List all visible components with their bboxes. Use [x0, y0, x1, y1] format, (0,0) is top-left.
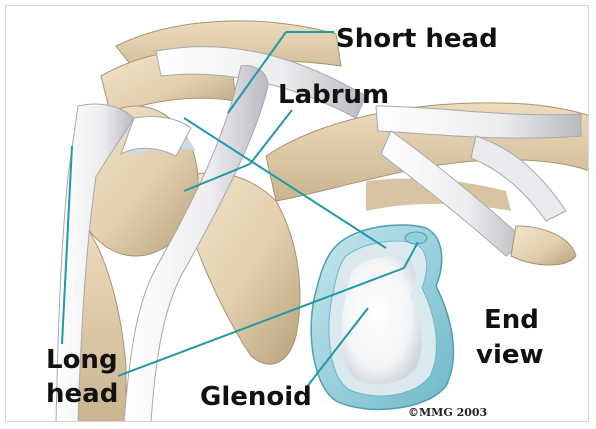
glenoid-end-view: [311, 225, 453, 409]
diagram-frame: Short head Labrum Long head Glenoid End …: [5, 5, 589, 422]
label-labrum: Labrum: [278, 82, 389, 108]
label-long-head-line2: head: [46, 381, 118, 407]
label-short-head: Short head: [336, 26, 498, 52]
label-end-view-line1: End: [484, 307, 539, 333]
label-long-head-line1: Long: [46, 347, 118, 373]
label-glenoid: Glenoid: [200, 384, 312, 410]
copyright-text: ©MMG 2003: [408, 406, 487, 419]
label-end-view-line2: view: [476, 342, 544, 368]
